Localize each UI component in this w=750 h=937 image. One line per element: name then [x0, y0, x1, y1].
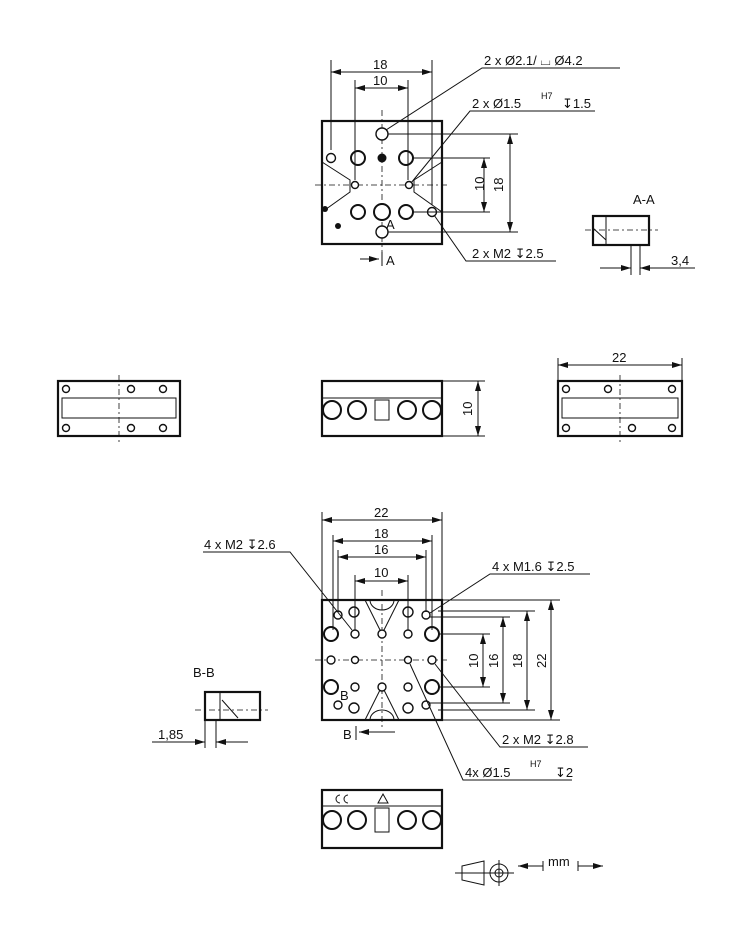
- section-a-title: A-A: [633, 192, 655, 207]
- section-marker-b: B: [343, 727, 352, 742]
- dim-b18: 18: [374, 526, 388, 541]
- dim-10: 10: [373, 73, 387, 88]
- depth-label: ↧2: [555, 765, 573, 780]
- dim-b16: 16: [374, 542, 388, 557]
- dim-bv10: 10: [466, 654, 481, 668]
- units-indicator: mm: [518, 854, 603, 871]
- top-view: 18 10 10 18 2 x Ø2.1/ ⌴ Ø4.2 2 x Ø1.5 H7…: [315, 53, 620, 268]
- dim-18: 18: [373, 57, 387, 72]
- section-marker-b-inner: B: [340, 688, 349, 703]
- section-marker-a-inner: A: [386, 217, 395, 232]
- dim-3-4: 3,4: [671, 253, 689, 268]
- dim-bv16: 16: [486, 654, 501, 668]
- section-a-a: A-A 3,4: [585, 192, 695, 275]
- section-b-b: B-B 1,85: [152, 665, 268, 748]
- dim-bv22: 22: [534, 654, 549, 668]
- depth-label: ↧1.5: [562, 96, 591, 111]
- callout-pin-hole: 2 x Ø1.5: [472, 96, 521, 111]
- callout-pin-4x: 4x Ø1.5: [465, 765, 511, 780]
- callout-counterbore: 2 x Ø2.1/ ⌴ Ø4.2: [484, 53, 583, 68]
- section-marker-a: A: [386, 253, 395, 268]
- section-b-title: B-B: [193, 665, 215, 680]
- projection-symbol-icon: [455, 860, 514, 886]
- front-view: 10: [320, 379, 485, 438]
- units-label: mm: [548, 854, 570, 869]
- bottom-front-view: [320, 788, 444, 850]
- dim-front-10: 10: [460, 402, 475, 416]
- left-side-view: [56, 375, 182, 442]
- dim-bv18: 18: [510, 654, 525, 668]
- tolerance-label: H7: [541, 91, 553, 101]
- dim-v18: 18: [491, 178, 506, 192]
- tolerance-label: H7: [530, 759, 542, 769]
- dim-side-22: 22: [612, 350, 626, 365]
- dim-v10: 10: [472, 177, 487, 191]
- dim-b10: 10: [374, 565, 388, 580]
- callout-m2-2-6: 4 x M2 ↧2.6: [204, 537, 276, 552]
- right-side-view: 22: [556, 350, 684, 442]
- dim-1-85: 1,85: [158, 727, 183, 742]
- callout-thread: 2 x M2 ↧2.5: [472, 246, 544, 261]
- callout-m1-6: 4 x M1.6 ↧2.5: [492, 559, 574, 574]
- bottom-view: 22 18 16 10 10 16 18 22 4 x M2 ↧2.6 4 x …: [203, 505, 590, 781]
- dim-b22: 22: [374, 505, 388, 520]
- pin-hole: [404, 180, 414, 190]
- callout-m2-2-8: 2 x M2 ↧2.8: [502, 732, 574, 747]
